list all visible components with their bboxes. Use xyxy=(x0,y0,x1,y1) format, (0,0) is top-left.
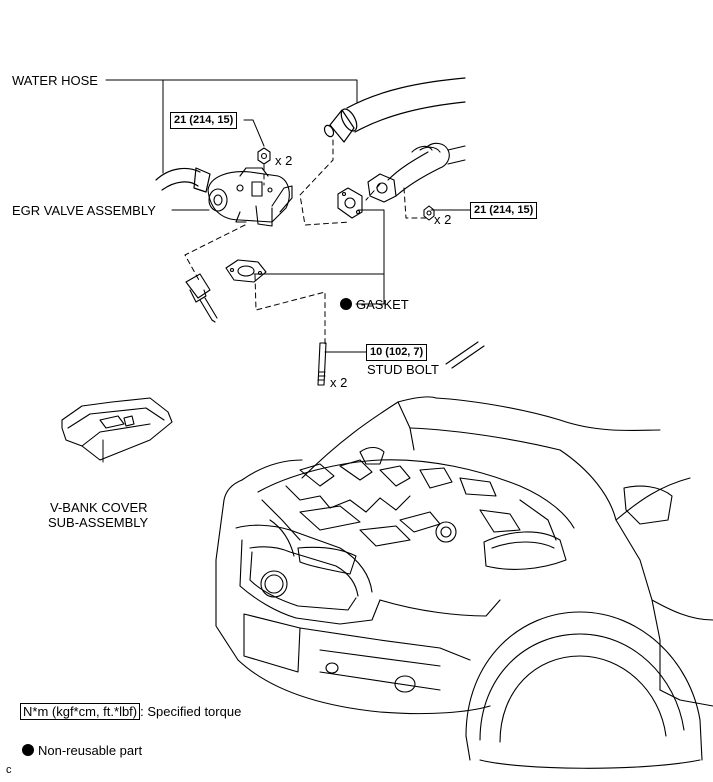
leader-lines xyxy=(102,79,471,463)
egr-valve-drawing xyxy=(207,167,293,227)
torque-box-nut-top: 21 (214, 15) xyxy=(170,112,238,129)
water-hose-label: WATER HOSE xyxy=(12,73,98,88)
gasket-text: GASKET xyxy=(356,297,409,312)
corner-mark: c xyxy=(6,764,12,776)
connector-drawing xyxy=(185,273,218,323)
v-bank-cover-label-line2: SUB-ASSEMBLY xyxy=(48,515,149,530)
v-bank-cover-label-line1: V-BANK COVER xyxy=(50,500,148,515)
stud-bolt-label: STUD BOLT xyxy=(367,362,439,377)
torque-unit-box: N*m (kgf*cm, ft.*lbf) xyxy=(20,703,141,720)
v-bank-cover-drawing xyxy=(61,397,173,461)
vehicle-front-drawing xyxy=(215,396,713,769)
left-gasket-drawing xyxy=(225,259,267,283)
quantity-stud: x 2 xyxy=(330,375,348,390)
egr-pipe-drawing xyxy=(337,142,466,219)
quantity-nut-top: x 2 xyxy=(275,153,293,168)
alignment-dashes xyxy=(184,139,429,346)
torque-desc: : Specified torque xyxy=(140,704,242,719)
nuts xyxy=(257,147,435,221)
legend-dot-icon xyxy=(22,744,34,756)
quantity-nut-right: x 2 xyxy=(434,212,452,227)
legend-nonreusable: Non-reusable part xyxy=(22,743,142,758)
egr-valve-label: EGR VALVE ASSEMBLY xyxy=(12,203,156,218)
stud-bolt-drawing xyxy=(317,341,485,386)
water-hose-drawing xyxy=(155,77,466,193)
nonreusable-text: Non-reusable part xyxy=(38,743,143,758)
legend-torque: N*m (kgf*cm, ft.*lbf): Specified torque xyxy=(20,703,242,720)
gasket-label: GASKET xyxy=(340,297,409,312)
torque-box-stud: 10 (102, 7) xyxy=(366,344,428,361)
nonreusable-dot-icon xyxy=(340,298,352,310)
torque-box-nut-right: 21 (214, 15) xyxy=(470,202,538,219)
